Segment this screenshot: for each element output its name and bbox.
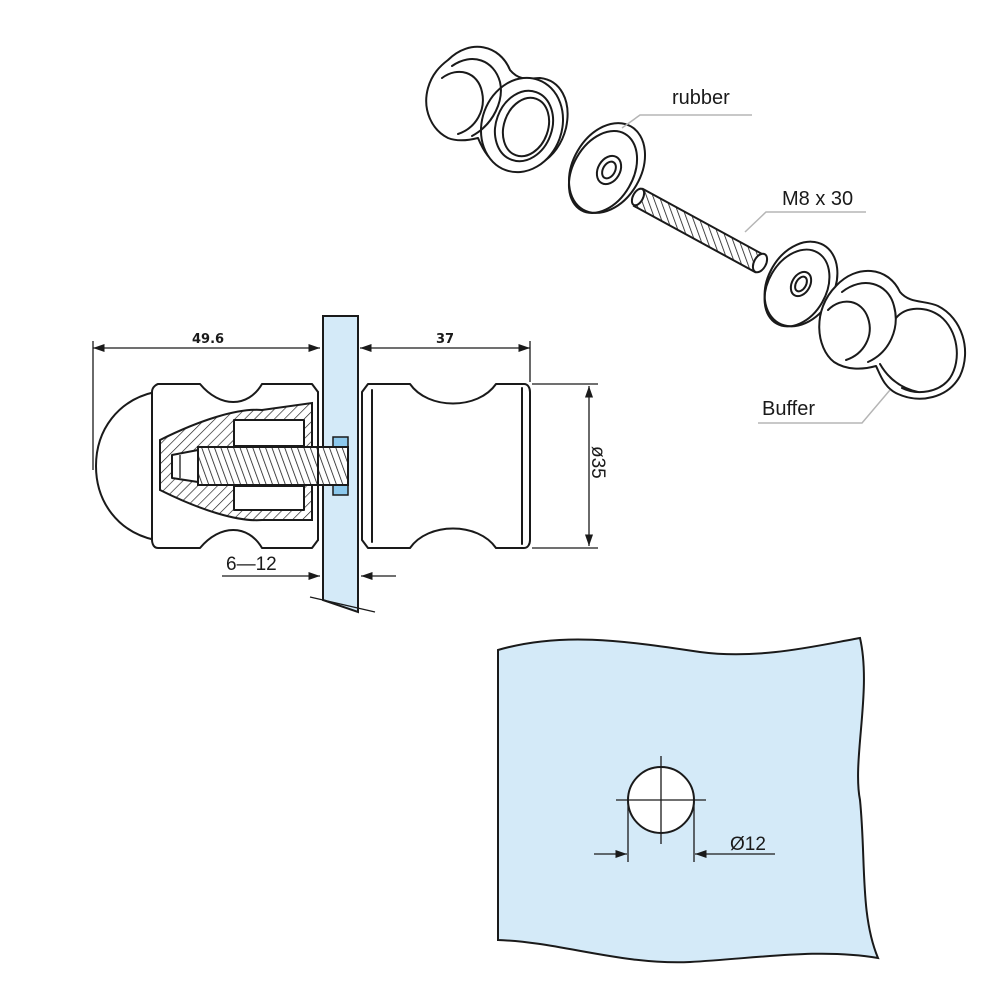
dim-diameter: ø35 [532,383,608,549]
dim-glass-thickness-label: 6—12 [226,554,277,575]
glass-hole-view: Ø12 [497,636,880,964]
dim-diameter-label: ø35 [587,446,608,479]
dim-glass-thickness: 6—12 [222,554,396,581]
buffer-callout: Buffer [758,389,891,424]
section-view: 49.6 37 ø35 6—12 [92,315,608,614]
dim-hole-label: Ø12 [730,834,766,855]
dim-right-length: 37 [360,332,531,382]
dim-right-length-label: 37 [436,332,454,347]
knob-exploded [425,45,569,174]
dim-left-length: 49.6 [92,332,320,470]
dim-left-length-label: 49.6 [192,332,224,347]
buffer-label: Buffer [762,398,815,420]
dome-buffer [95,391,156,541]
exploded-view: rubber M8 x 30 Buffer [425,45,967,424]
bolt-label: M8 x 30 [782,188,853,210]
rubber-washer [567,122,646,214]
bolt-section [197,446,349,486]
bolt-washer [763,240,839,328]
buffer-knob [818,270,967,400]
rubber-callout: rubber [621,87,752,129]
rubber-label: rubber [672,87,730,109]
bolt-callout: M8 x 30 [744,188,866,233]
right-knob-body [361,383,531,549]
threaded-bolt [630,187,769,274]
